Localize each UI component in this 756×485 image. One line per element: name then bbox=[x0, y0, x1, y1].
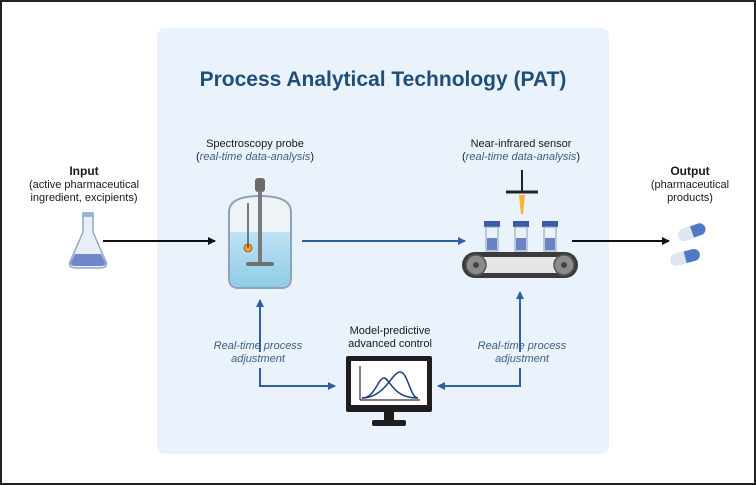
output-heading: Output bbox=[670, 164, 710, 178]
probe-label-text: Spectroscopy probe bbox=[206, 138, 304, 150]
nir-note-line: (real-time data-analysis) bbox=[462, 151, 580, 163]
output-line1: (pharmaceutical bbox=[650, 179, 730, 191]
vial-3 bbox=[542, 221, 558, 252]
reactor-icon bbox=[228, 178, 292, 289]
adjust-left-line2: adjustment bbox=[231, 353, 285, 365]
adjust-left-line1: Real-time process bbox=[213, 340, 303, 352]
adjust-right-line2: adjustment bbox=[495, 353, 549, 365]
output-line2: products) bbox=[667, 192, 713, 204]
diagram-title: Process Analytical Technology (PAT) bbox=[199, 68, 567, 91]
probe-label: Spectroscopy probe (real-time data-analy… bbox=[170, 138, 340, 164]
nir-note: real-time data-analysis bbox=[465, 151, 577, 163]
probe-note-line: (real-time data-analysis) bbox=[196, 151, 314, 163]
adjust-left-label: Real-time process adjustment bbox=[196, 340, 320, 366]
vial-2 bbox=[513, 221, 529, 252]
monitor-icon bbox=[346, 356, 432, 426]
adjust-right-line1: Real-time process bbox=[477, 340, 567, 352]
control-label: Model-predictive advanced control bbox=[320, 325, 460, 351]
input-line2: ingredient, excipients) bbox=[30, 192, 138, 204]
input-label: Input (active pharmaceutical ingredient,… bbox=[18, 164, 150, 205]
flask-icon bbox=[68, 212, 108, 269]
nir-label-text: Near-infrared sensor bbox=[470, 138, 572, 150]
feedback-arrow-to-monitor-left bbox=[259, 368, 336, 390]
vial-1 bbox=[484, 221, 500, 252]
control-line2: advanced control bbox=[348, 338, 432, 350]
capsules-icon bbox=[670, 223, 706, 266]
nir-sensor-icon bbox=[506, 170, 538, 214]
input-line1: (active pharmaceutical bbox=[28, 179, 140, 191]
adjust-right-label: Real-time process adjustment bbox=[460, 340, 584, 366]
conveyor-icon bbox=[462, 221, 578, 278]
output-label: Output (pharmaceutical products) bbox=[640, 164, 740, 205]
control-line1: Model-predictive bbox=[349, 325, 431, 337]
input-heading: Input bbox=[69, 164, 99, 178]
probe-note: real-time data-analysis bbox=[199, 151, 311, 163]
feedback-arrow-to-monitor-right bbox=[437, 368, 521, 390]
nir-label: Near-infrared sensor (real-time data-ana… bbox=[436, 138, 606, 164]
